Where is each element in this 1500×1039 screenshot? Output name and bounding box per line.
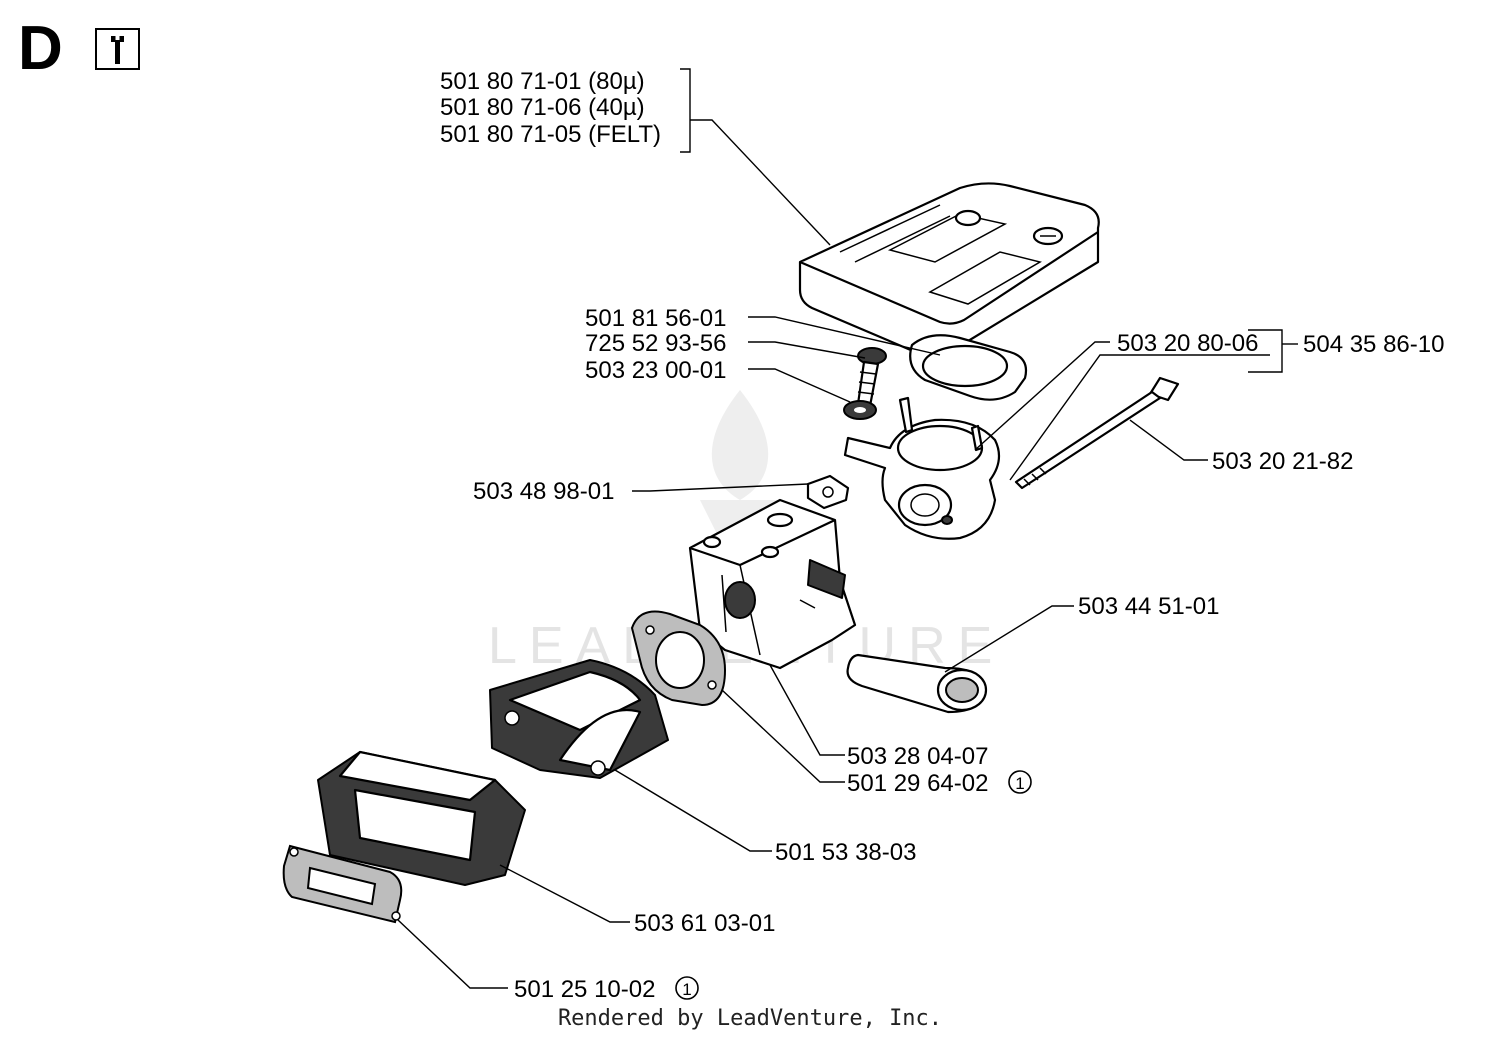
render-credit: Rendered by LeadVenture, Inc. bbox=[557, 1006, 943, 1031]
base-gasket-label: 501 25 10-02 bbox=[514, 976, 655, 1003]
wrench-icon bbox=[95, 28, 140, 70]
rubber-boot-label: 503 61 03-01 bbox=[634, 910, 775, 937]
long-bolt-label: 503 20 21-82 bbox=[1212, 448, 1353, 475]
air-filter-40-label: 501 80 71-06 (40µ) bbox=[440, 94, 645, 121]
air-filter-80-label: 501 80 71-01 (80µ) bbox=[440, 68, 645, 95]
fuel-hose-label: 503 44 51-01 bbox=[1078, 593, 1219, 620]
nut-label: 503 48 98-01 bbox=[473, 478, 614, 505]
air-filter-part bbox=[798, 182, 1100, 357]
base-gasket-part bbox=[282, 844, 403, 924]
footnote-marker-text: 1 bbox=[682, 980, 691, 999]
gasket-top-label: 501 81 56-01 bbox=[585, 305, 726, 332]
intake-manifold-part bbox=[489, 659, 669, 779]
air-filter-felt-label: 501 80 71-05 (FELT) bbox=[440, 121, 661, 148]
footnote-marker: 1 bbox=[675, 976, 699, 1000]
carburetor-part bbox=[688, 498, 857, 670]
washer-part bbox=[843, 400, 877, 420]
carb-gasket-label: 501 29 64-02 bbox=[847, 770, 988, 797]
gasket-part bbox=[909, 334, 1028, 401]
intake-manifold-label: 501 53 38-03 bbox=[775, 839, 916, 866]
intake-assembly-label: 504 35 86-10 bbox=[1303, 331, 1444, 358]
rubber-boot-part bbox=[317, 750, 526, 886]
footnote-marker-text: 1 bbox=[1015, 774, 1024, 793]
carburetor-label: 503 28 04-07 bbox=[847, 743, 988, 770]
long-bolt-part bbox=[1014, 376, 1180, 490]
leader-lines bbox=[397, 68, 1298, 989]
intake-adapter-label: 503 20 80-06 bbox=[1117, 330, 1258, 357]
nut-part bbox=[806, 474, 850, 510]
fuel-hose-part bbox=[846, 653, 988, 714]
intake-adapter-part bbox=[843, 396, 1001, 540]
footnote-marker: 1 bbox=[1008, 770, 1032, 794]
washer-label: 503 23 00-01 bbox=[585, 357, 726, 384]
screw-label: 725 52 93-56 bbox=[585, 330, 726, 357]
carburetor-gasket-part bbox=[630, 610, 727, 707]
section-letter: D bbox=[18, 14, 63, 83]
screw-part bbox=[856, 347, 887, 408]
